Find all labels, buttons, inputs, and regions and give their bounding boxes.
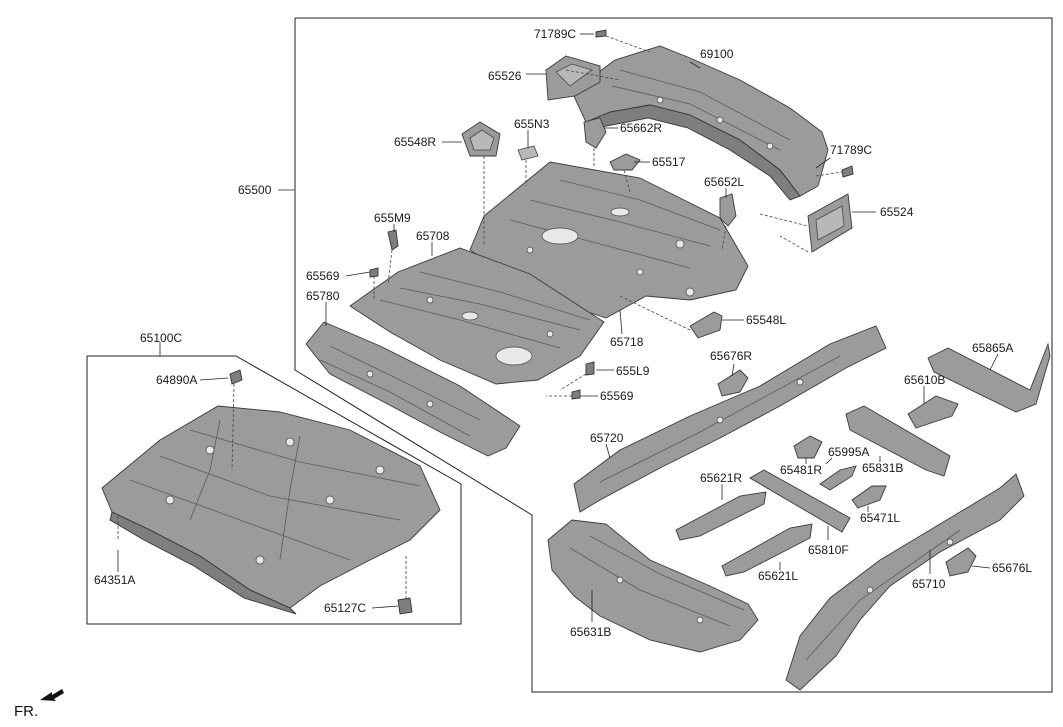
label-65569-bottom: 65569 xyxy=(600,389,634,403)
part-65676R-bracket xyxy=(717,369,749,397)
label-65621R: 65621R xyxy=(700,471,742,485)
label-65676R: 65676R xyxy=(710,349,752,363)
label-71789C-right: 71789C xyxy=(830,143,872,157)
part-71789C-clip-right xyxy=(841,165,854,178)
part-71789C-clip-top xyxy=(595,29,607,38)
front-label: FR. xyxy=(14,703,38,720)
label-65865A: 65865A xyxy=(972,341,1013,355)
label-65500: 65500 xyxy=(238,183,272,197)
part-65810F-member xyxy=(749,469,851,533)
part-655N3-plate xyxy=(517,145,539,161)
label-65481R: 65481R xyxy=(780,463,822,477)
part-65481R-bracket xyxy=(819,465,857,491)
label-64351A: 64351A xyxy=(94,573,135,587)
part-65662R-bracket xyxy=(583,117,607,149)
label-65720: 65720 xyxy=(590,431,624,445)
part-65524-bracket xyxy=(807,193,853,253)
label-65662R: 65662R xyxy=(620,121,662,135)
part-65676L-bracket xyxy=(945,547,977,577)
part-65569-clip-bottom xyxy=(571,389,581,400)
label-65810F: 65810F xyxy=(808,543,849,557)
label-65471L: 65471L xyxy=(860,511,900,525)
label-65569-top: 65569 xyxy=(306,269,340,283)
part-65471L-bracket xyxy=(851,485,887,509)
part-65652L-bracket xyxy=(719,193,737,227)
label-65127C: 65127C xyxy=(324,601,366,615)
label-71789C-top: 71789C xyxy=(534,27,576,41)
part-65631B-floor-side xyxy=(547,519,759,653)
label-65708: 65708 xyxy=(416,229,450,243)
label-655M9: 655M9 xyxy=(374,211,411,225)
label-65780: 65780 xyxy=(306,289,340,303)
front-arrow-icon xyxy=(40,689,64,701)
label-655L9: 655L9 xyxy=(616,364,650,378)
label-65548L: 65548L xyxy=(746,313,786,327)
label-65100C: 65100C xyxy=(140,331,182,345)
assembly-frame-65100C xyxy=(86,355,462,625)
label-65548R: 65548R xyxy=(394,135,436,149)
part-65127C-clip xyxy=(397,597,413,615)
part-65720-side-member xyxy=(573,325,887,513)
part-65548L-bracket xyxy=(689,311,723,339)
part-labels: 71789C 69100 65526 655N3 65662R 65548R 6… xyxy=(94,27,1032,639)
part-65708-center-floor xyxy=(349,247,605,385)
leader-lines xyxy=(117,33,999,622)
label-65524: 65524 xyxy=(880,205,914,219)
part-65865A-member xyxy=(927,342,1051,413)
label-64890A: 64890A xyxy=(156,373,197,387)
label-65610B: 65610B xyxy=(904,373,945,387)
label-65631B: 65631B xyxy=(570,625,611,639)
part-65526-bracket xyxy=(545,55,601,101)
label-655N3: 655N3 xyxy=(514,117,550,131)
part-65718-rear-floor xyxy=(469,161,749,319)
label-65831B: 65831B xyxy=(862,461,903,475)
part-655L9-clip xyxy=(585,361,595,376)
label-65710: 65710 xyxy=(912,577,946,591)
part-65569-clip-top xyxy=(369,267,379,278)
part-65621L-member xyxy=(721,523,813,577)
part-65610B-bracket xyxy=(907,395,959,429)
part-69100-rear-crossmember xyxy=(571,45,829,201)
part-64890A-clip xyxy=(229,369,243,385)
part-65517-bracket xyxy=(609,153,641,171)
label-65676L: 65676L xyxy=(992,561,1032,575)
label-65718: 65718 xyxy=(610,335,644,349)
front-direction-marker: FR. xyxy=(14,689,64,720)
label-65995A: 65995A xyxy=(828,445,869,459)
part-65621R-member xyxy=(675,491,767,541)
part-65710-side-member xyxy=(785,473,1025,691)
label-65517: 65517 xyxy=(652,155,686,169)
part-65100C-floor-assembly xyxy=(101,405,441,615)
guide-lines xyxy=(117,35,843,600)
label-69100: 69100 xyxy=(700,47,734,61)
part-65831B-member xyxy=(845,405,951,477)
part-655M9-clip xyxy=(387,229,399,251)
label-65652L: 65652L xyxy=(704,175,744,189)
part-65995A-bracket xyxy=(793,435,823,459)
part-65780-front-floor xyxy=(305,321,521,457)
label-65621L: 65621L xyxy=(758,569,798,583)
part-65548R-bracket xyxy=(461,121,501,157)
label-65526: 65526 xyxy=(488,69,522,83)
assembly-frame-65500 xyxy=(294,17,1053,693)
